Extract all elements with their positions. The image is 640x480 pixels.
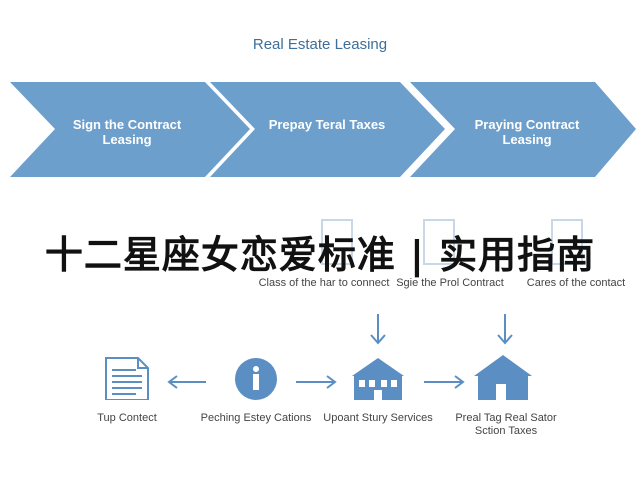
flow-diagram [105, 314, 532, 400]
faint-document-icon-2 [423, 219, 455, 265]
down-arrow-icon [497, 314, 513, 345]
chevron-label-3: Praying Contract Leasing [474, 117, 580, 147]
building-icon [352, 358, 404, 400]
flow-node-label-1: Tup Contect [97, 412, 157, 424]
overlay-banner-text: 十二星座女恋爱标准 | 实用指南 [44, 233, 596, 277]
flow-node-label-4: Preal Tag Real Sator Sction Taxes [455, 412, 557, 437]
flow-node-label-2: Peching Estey Cations [200, 412, 312, 424]
house-icon [474, 355, 532, 400]
page-title: Real Estate Leasing [252, 36, 388, 53]
chevron-step-1 [10, 82, 250, 177]
document-icon [105, 357, 149, 400]
chevron-label-1: Sign the Contract Leasing [72, 117, 182, 147]
chevron-step-3 [410, 82, 636, 177]
right-arrow-icon [424, 375, 465, 389]
faint-document-icon-3 [551, 219, 583, 265]
down-arrow-icon [370, 314, 386, 345]
chevron-label-2: Prepay Teral Taxes [268, 117, 386, 132]
top-label-3: Cares of the contact [526, 277, 626, 289]
faint-document-icon [321, 219, 353, 265]
flow-node-label-3: Upoant Stury Services [323, 412, 433, 424]
left-arrow-icon [167, 375, 206, 389]
right-arrow-icon [296, 375, 337, 389]
info-icon [235, 358, 277, 400]
process-chevrons [10, 82, 636, 177]
top-label-2: Sgie the Prol Contract [396, 277, 504, 289]
top-label-1: Class of the har to connect [258, 277, 390, 289]
chevron-step-2 [210, 82, 445, 177]
